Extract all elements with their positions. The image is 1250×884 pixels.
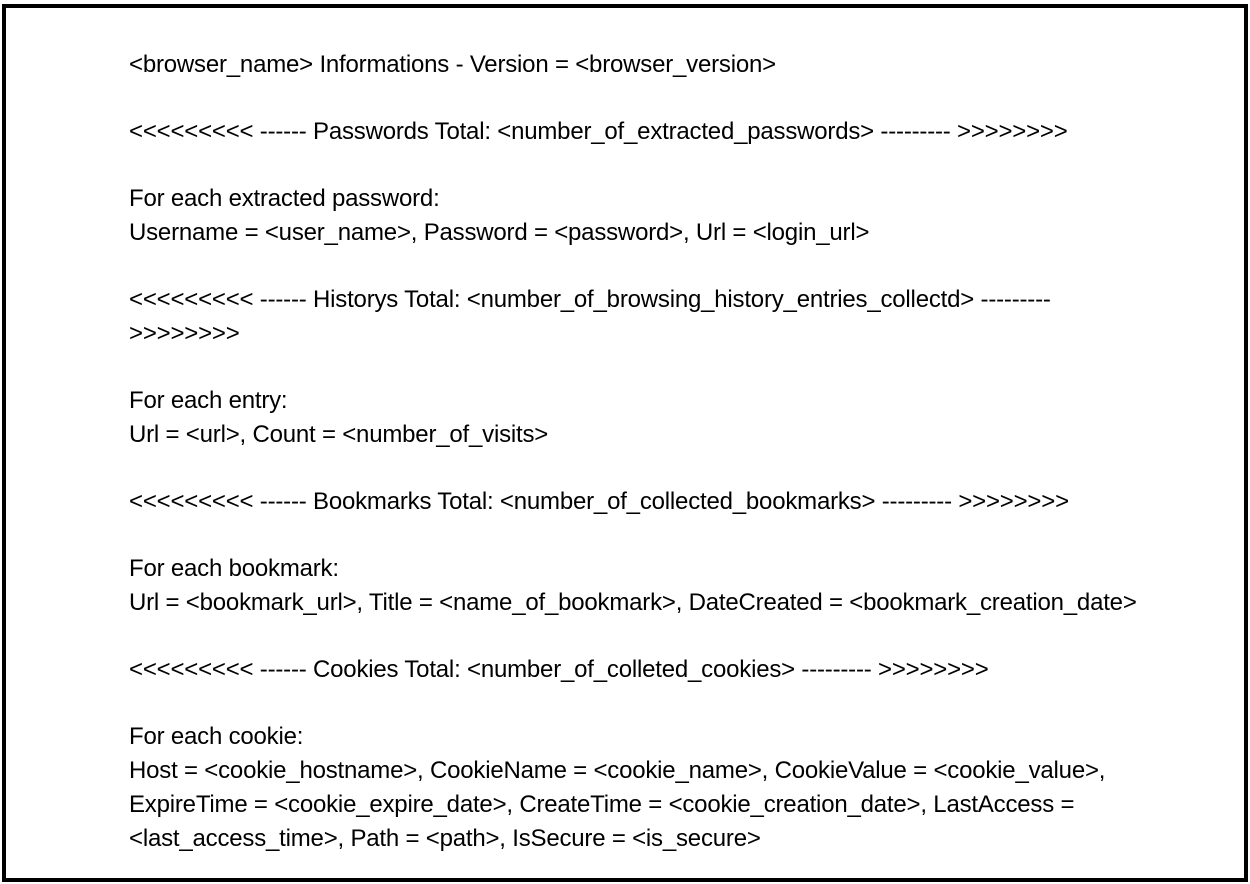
cookies-section-title: <<<<<<<<< ------ Cookies Total: <number_… — [129, 656, 989, 683]
cookies-intro: For each cookie: — [129, 723, 304, 750]
spacer — [129, 82, 1239, 115]
bookmarks-format: Url = <bookmark_url>, Title = <name_of_b… — [129, 589, 1137, 616]
cookies-format-continued: ExpireTime = <cookie_expire_date>, Creat… — [129, 791, 1075, 818]
header-line: <browser_name> Informations - Version = … — [129, 51, 776, 78]
document-body: <browser_name> Informations - Version = … — [129, 48, 1239, 856]
history-intro: For each entry: — [129, 387, 288, 414]
passwords-section-title: <<<<<<<<< ------ Passwords Total: <numbe… — [129, 118, 1068, 145]
passwords-intro: For each extracted password: — [129, 185, 440, 212]
cookies-format-continued: <last_access_time>, Path = <path>, IsSec… — [129, 825, 761, 852]
spacer — [129, 519, 1239, 552]
cookies-format: Host = <cookie_hostname>, CookieName = <… — [129, 757, 1106, 784]
history-section-title-continued: >>>>>>>> — [129, 320, 240, 347]
spacer — [129, 250, 1239, 283]
bookmarks-section-title: <<<<<<<<< ------ Bookmarks Total: <numbe… — [129, 488, 1069, 515]
document-frame: <browser_name> Informations - Version = … — [2, 4, 1248, 882]
bookmarks-intro: For each bookmark: — [129, 555, 339, 582]
spacer — [129, 620, 1239, 653]
history-section-title: <<<<<<<<< ------ Historys Total: <number… — [129, 286, 1051, 313]
spacer — [129, 351, 1239, 384]
history-format: Url = <url>, Count = <number_of_visits> — [129, 421, 549, 448]
passwords-format: Username = <user_name>, Password = <pass… — [129, 219, 870, 246]
spacer — [129, 452, 1239, 485]
spacer — [129, 149, 1239, 182]
spacer — [129, 687, 1239, 720]
